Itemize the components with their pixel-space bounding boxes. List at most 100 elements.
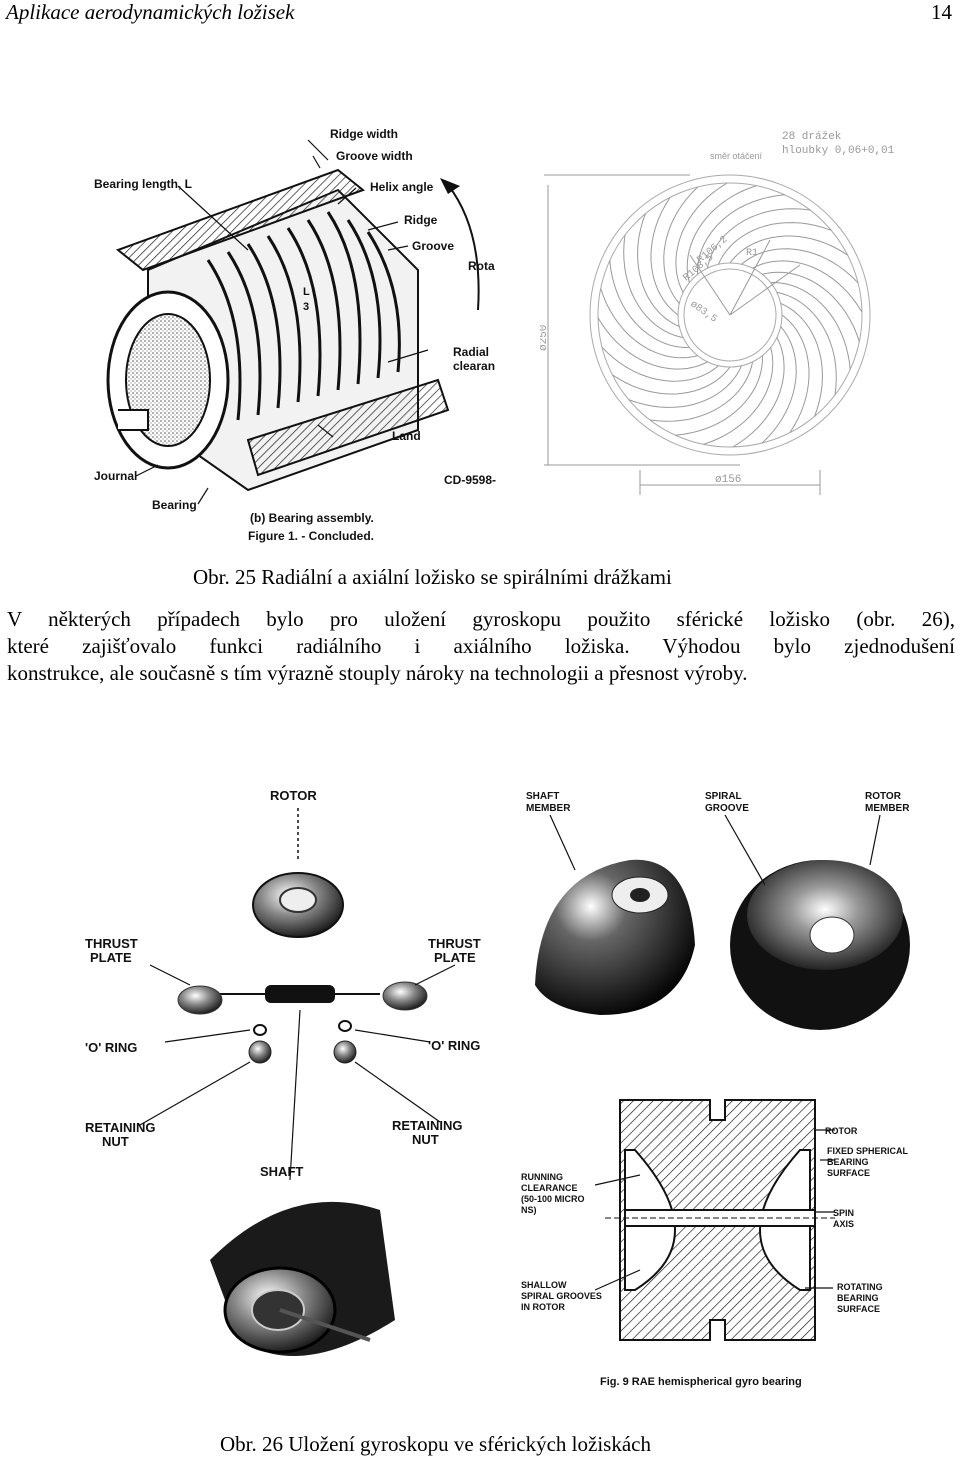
figure-25-caption: Obr. 25 Radiální a axiální ložisko se sp… [193, 565, 672, 589]
label-bearing-length: Bearing length, L [94, 177, 192, 191]
spiral-groove-line [741, 248, 859, 284]
spiral-groove-line [706, 208, 811, 269]
label-spiral-groove-2: GROOVE [705, 803, 749, 814]
spiral-groove-line [686, 185, 757, 283]
label-shallow-1: SHALLOW [521, 1280, 567, 1290]
label-journal: Journal [94, 469, 137, 483]
label-retaining-right-2: NUT [412, 1132, 439, 1147]
label-bearing: Bearing [152, 498, 197, 512]
label-rotating-1: ROTATING [837, 1282, 883, 1292]
spiral-groove-line [780, 302, 823, 417]
label-thrust-left-1: THRUST [85, 936, 138, 951]
spiral-groove-line [623, 234, 684, 339]
page-number: 14 [931, 0, 952, 24]
figure-26-shaft-rotor-photo: SHAFT MEMBER SPIRAL GROOVE ROTOR MEMBER [526, 791, 910, 1030]
spiral-groove-line [675, 182, 728, 293]
label-o-ring-right: 'O' RING [428, 1038, 480, 1053]
spiral-groove-line [649, 361, 754, 422]
label-rotor-member-2: MEMBER [865, 803, 910, 814]
label-retaining-left-2: NUT [102, 1134, 129, 1149]
spiral-groove-line [628, 365, 743, 408]
label-shallow-2: SPIRAL GROOVES [521, 1291, 602, 1301]
label-thrust-right-1: THRUST [428, 936, 481, 951]
spiral-groove-line [732, 337, 785, 448]
label-shaft-member-1: SHAFT [526, 791, 559, 802]
label-running-4: NS) [521, 1205, 537, 1215]
spiral-groove-line [675, 355, 764, 436]
label-rotating-3: SURFACE [837, 1304, 880, 1314]
spiral-groove-line [696, 194, 785, 275]
figure-25-spiral-groove-disc-drawing: 28 drážek hloubky 0,06+0,01 směr otáčení… [540, 131, 895, 495]
spiral-groove-line [762, 271, 860, 342]
figure-25-journal-bearing-drawing: Ridge width Groove width Bearing length,… [94, 127, 496, 543]
spiral-groove-line [703, 347, 774, 445]
label-rotating-2: BEARING [837, 1293, 879, 1303]
fig-9-caption: Fig. 9 RAE hemispherical gyro bearing [600, 1376, 802, 1388]
label-groove: Groove [412, 239, 454, 253]
label-r1: R1 [746, 248, 758, 259]
paragraph-line-3: konstrukce, ale současně s tím výrazně s… [7, 661, 748, 685]
paragraph-line-1: V některých případech bylo pro uložení g… [7, 607, 955, 631]
label-groove-depth: hloubky 0,06+0,01 [782, 145, 895, 157]
spiral-groove-line [597, 317, 708, 370]
label-thrust-right-2: PLATE [434, 950, 476, 965]
spiral-groove-line [752, 260, 863, 313]
label-shallow-3: IN ROTOR [521, 1302, 565, 1312]
label-fixed-2: BEARING [827, 1157, 869, 1167]
spiral-groove-line [770, 281, 851, 370]
label-running-2: CLEARANCE [521, 1183, 578, 1193]
label-l-third-bottom: 3 [303, 301, 309, 313]
label-helix-angle: Helix angle [370, 180, 434, 194]
label-running-3: (50-100 MICRO [521, 1194, 585, 1204]
label-rotation-direction: směr otáčení [710, 151, 763, 161]
spiral-groove-line [612, 366, 731, 395]
sub-caption-bearing-assembly: (b) Bearing assembly. [250, 511, 374, 525]
label-d156: ø156 [715, 474, 741, 486]
label-running-1: RUNNING [521, 1172, 563, 1182]
label-retaining-right-1: RETAINING [392, 1118, 463, 1133]
figure-26-section-drawing: ROTOR FIXED SPHERICAL BEARING SURFACE RU… [521, 1099, 909, 1388]
label-o-ring-left: 'O' RING [85, 1040, 137, 1055]
running-header-title: Aplikace aerodynamických ložisek [6, 0, 295, 24]
spiral-groove-line [717, 222, 832, 265]
label-section-rotor: ROTOR [825, 1126, 858, 1136]
label-cd-number: CD-9598- [444, 473, 496, 487]
label-fixed-3: SURFACE [827, 1168, 870, 1178]
label-land: Land [392, 429, 421, 443]
spiral-groove-line [663, 186, 699, 304]
spiral-groove-line [650, 197, 679, 316]
label-radial: Radial [453, 345, 489, 359]
spiral-groove-line [600, 288, 698, 359]
paragraph-line-2: které zajišťovalo funkci radiálního i ax… [7, 634, 955, 658]
label-fixed-1: FIXED SPHERICAL [827, 1146, 909, 1156]
spiral-groove-line [761, 326, 797, 444]
spiral-groove-line [609, 260, 690, 349]
label-thrust-left-2: PLATE [90, 950, 132, 965]
label-clearance: clearan [453, 359, 495, 373]
label-ridge-width: Ridge width [330, 127, 398, 141]
label-l-third-top: L [303, 286, 310, 298]
spiral-groove-line [781, 314, 810, 433]
label-ridge: Ridge [404, 213, 438, 227]
label-rota: Rota [468, 259, 495, 273]
label-spiral-groove-1: SPIRAL [705, 791, 742, 802]
spiral-groove-line [729, 235, 848, 264]
label-spin-1: SPIN [833, 1208, 854, 1218]
label-shaft: SHAFT [260, 1164, 303, 1179]
body-paragraph: V některých případech bylo pro uložení g… [7, 606, 955, 687]
figure-26-caption: Obr. 26 Uložení gyroskopu ve sférických … [220, 1432, 651, 1456]
figure-1-concluded-caption: Figure 1. - Concluded. [248, 529, 374, 543]
label-grooves-count: 28 drážek [782, 131, 842, 143]
label-shaft-member-2: MEMBER [526, 803, 571, 814]
label-d250: ø250 [540, 325, 550, 351]
label-rotor: ROTOR [270, 788, 317, 803]
spiral-groove-line [776, 291, 837, 396]
spiral-groove-line [601, 346, 719, 382]
label-rotor-member-1: ROTOR [865, 791, 902, 802]
label-groove-width: Groove width [336, 149, 413, 163]
figure-26-exploded-gyro-assembly: ROTOR THRUST PLATE THRUST PLATE 'O' RING… [85, 788, 481, 1356]
label-retaining-left-1: RETAINING [85, 1120, 156, 1135]
spiral-groove-line [637, 213, 680, 328]
label-d83: ø83,5 [688, 299, 719, 325]
label-spin-2: AXIS [833, 1219, 854, 1229]
